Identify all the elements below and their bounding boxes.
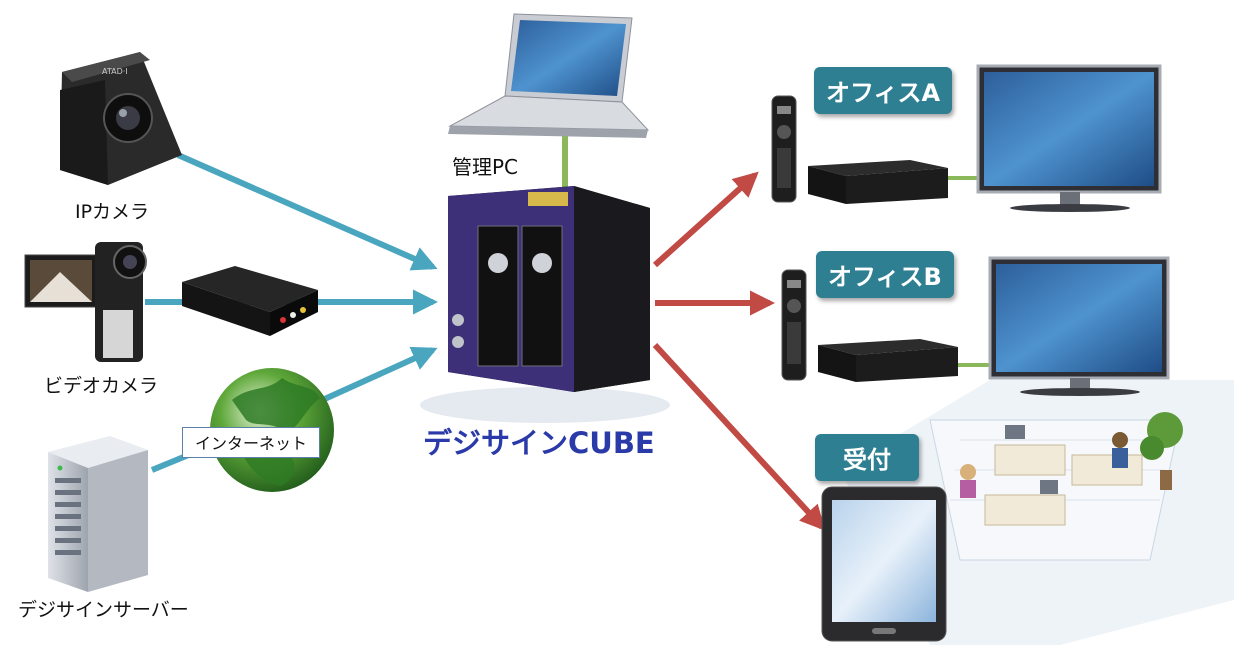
- office-b-devices: [781, 256, 1170, 396]
- nas-icon: [420, 186, 670, 423]
- reception-link: [652, 342, 826, 531]
- tablet-icon: [821, 486, 947, 642]
- office-a-link: [652, 171, 759, 268]
- office-a-badge: オフィスA: [814, 67, 953, 114]
- internet-link: [316, 346, 438, 405]
- internet-label: インターネット: [182, 427, 321, 458]
- set-top-box-icon: [818, 339, 958, 382]
- video-camera-label: ビデオカメラ: [44, 375, 159, 397]
- office-a-devices: [771, 64, 1162, 212]
- svg-text:ATAD·I: ATAD·I: [102, 67, 128, 76]
- hub-title: デジサインCUBE: [423, 426, 655, 460]
- monitor-icon: [976, 64, 1162, 212]
- capture-box-icon: [182, 266, 318, 336]
- office-b-badge: オフィスB: [816, 251, 954, 298]
- reception-badge: 受付: [815, 434, 919, 481]
- remote-icon: [771, 95, 797, 203]
- monitor-icon: [988, 256, 1170, 396]
- ip-camera-icon: ATAD·I: [60, 52, 182, 185]
- remote-icon: [781, 269, 807, 381]
- video-camera-icon: [24, 242, 147, 362]
- ip-camera-label: IPカメラ: [75, 201, 150, 223]
- server-label: デジサインサーバー: [18, 599, 189, 621]
- laptop-icon: [448, 13, 650, 138]
- admin-pc-label: 管理PC: [452, 155, 519, 179]
- server-icon: [48, 436, 148, 592]
- set-top-box-icon: [808, 160, 948, 204]
- output-connections: [652, 171, 992, 531]
- ip-camera-link: [176, 152, 438, 271]
